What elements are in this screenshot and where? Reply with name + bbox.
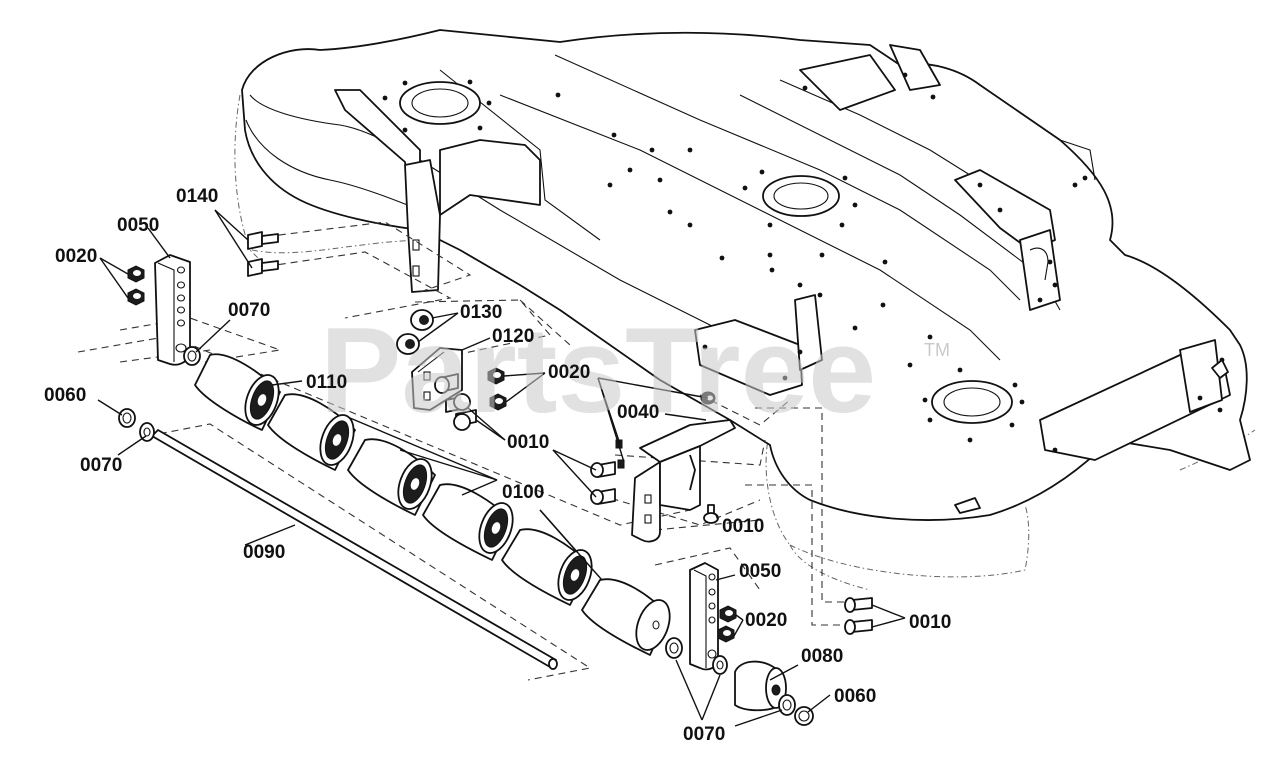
roller-axle-rod <box>151 429 558 670</box>
washers-0070-bottom <box>665 637 728 675</box>
callout-0130: 0130 <box>460 302 502 323</box>
callout-0060-left: 0060 <box>44 385 86 406</box>
callout-0050-top: 0050 <box>117 215 159 236</box>
callout-0090: 0090 <box>243 542 285 563</box>
lock-nuts-right <box>717 605 737 643</box>
callout-0010-mid: 0010 <box>507 432 549 453</box>
lock-nuts-left <box>127 265 145 306</box>
bolts-0010-mid <box>434 373 477 431</box>
roller-0100-5 <box>581 578 671 656</box>
watermark: PartsTree TM <box>320 302 950 438</box>
spacers <box>396 309 434 355</box>
callout-0120: 0120 <box>492 326 534 347</box>
washers-left <box>118 408 155 442</box>
roller-0100-4 <box>501 528 593 606</box>
callout-0080: 0080 <box>801 646 843 667</box>
lock-nuts-mid <box>487 367 507 411</box>
mounting-plate-left <box>154 254 191 366</box>
callout-0010-right: 0010 <box>722 516 764 537</box>
callout-0020-bottom: 0020 <box>745 610 787 631</box>
rollers <box>194 353 671 656</box>
washers-bottom-right <box>778 694 814 726</box>
carriage-bolts <box>247 231 279 277</box>
roller-bracket <box>615 391 736 543</box>
bolts-0010-bottom <box>844 597 873 635</box>
mounting-plate-right <box>689 562 719 671</box>
mower-deck-housing <box>234 29 1256 591</box>
callout-0060-bottom: 0060 <box>834 686 876 707</box>
callout-0070-left: 0070 <box>80 455 122 476</box>
leader-lines <box>97 209 906 727</box>
callout-0020-left: 0020 <box>55 246 97 267</box>
roller-0100-3 <box>422 483 514 561</box>
callout-0010-bottom: 0010 <box>909 612 951 633</box>
roller-0100-2 <box>347 438 436 516</box>
callout-0110: 0110 <box>306 372 347 393</box>
roller-0100-1 <box>267 393 356 471</box>
callout-0050-bottom: 0050 <box>739 561 781 582</box>
callout-0020-mid: 0020 <box>548 362 590 383</box>
watermark-trademark: TM <box>924 340 950 360</box>
bolts-0010-bracket <box>590 461 719 524</box>
callout-0100: 0100 <box>502 482 544 503</box>
watermark-text: PartsTree <box>320 302 876 438</box>
roller-0110 <box>194 353 281 431</box>
callout-0070-bottom: 0070 <box>683 724 725 745</box>
callout-0040: 0040 <box>617 402 659 423</box>
callout-labels: 0140 0050 0020 0070 0130 0120 0110 0020 … <box>44 186 951 745</box>
callout-0070-top: 0070 <box>228 300 270 321</box>
callout-0140: 0140 <box>176 186 218 207</box>
